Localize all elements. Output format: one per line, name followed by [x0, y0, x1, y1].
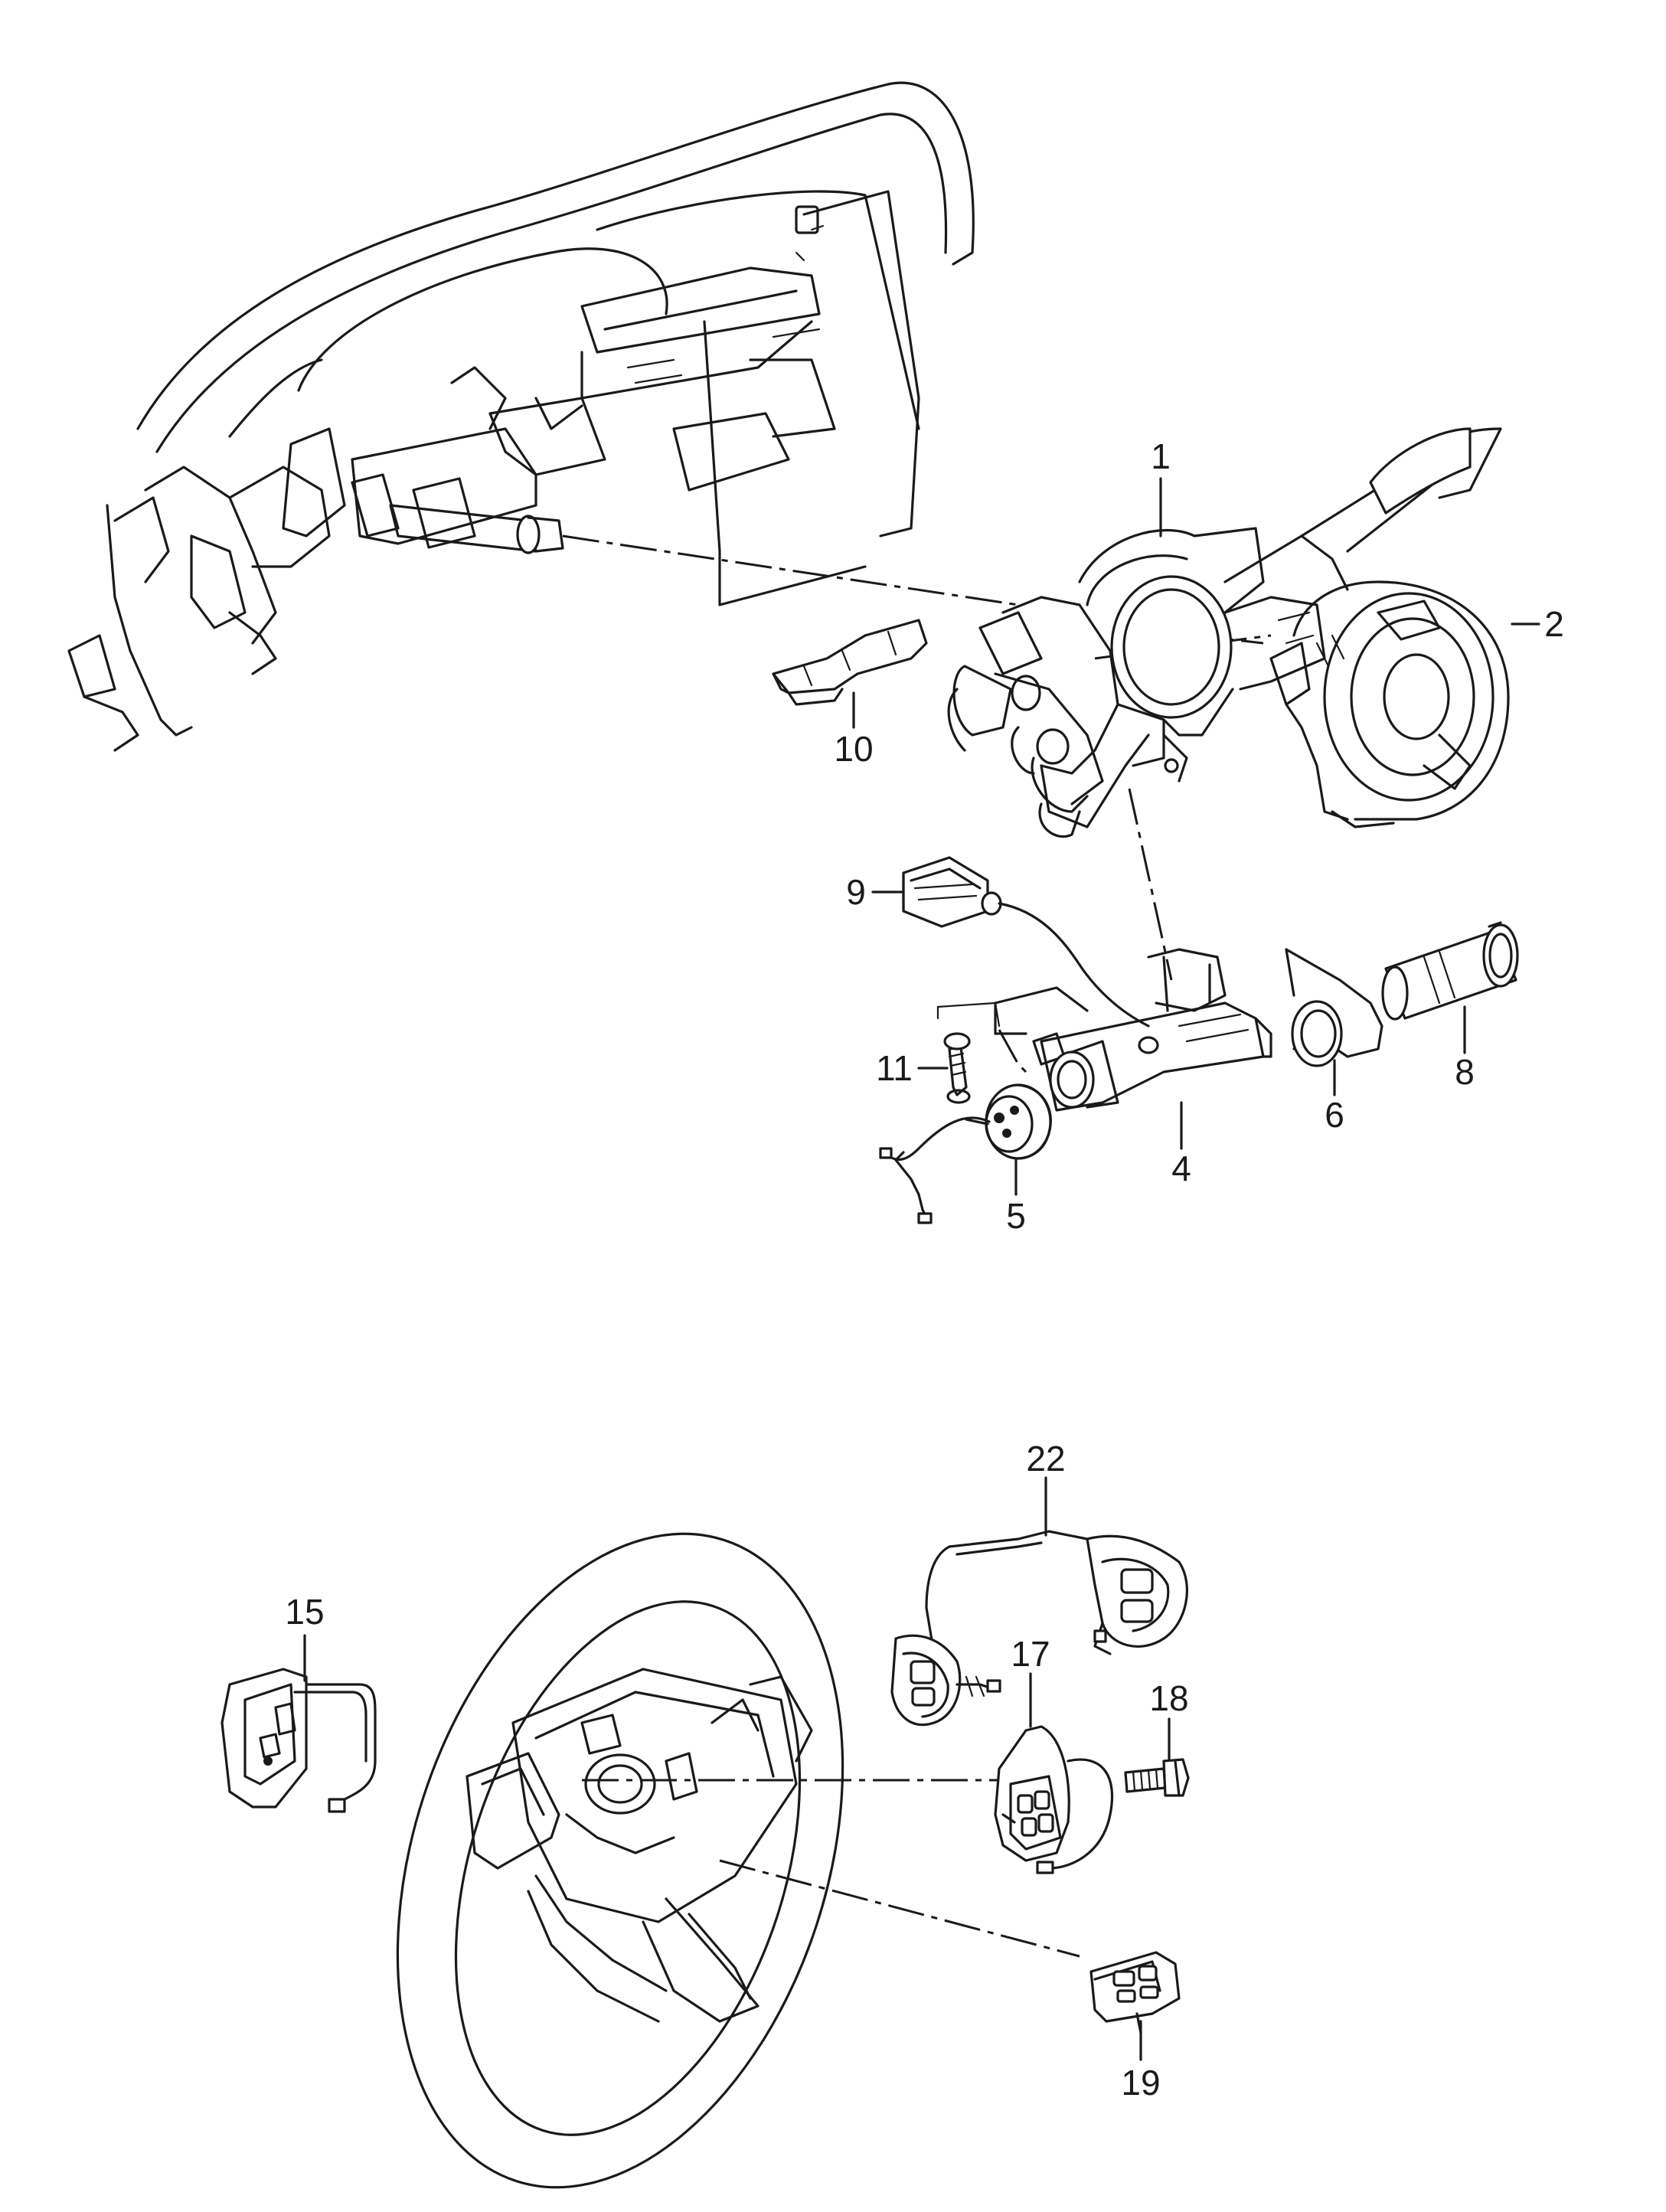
callout-22: 22	[1026, 1439, 1066, 1478]
callout-10: 10	[834, 729, 874, 769]
part-2-clock-spring	[1269, 580, 1510, 828]
callout-6: 6	[1325, 1095, 1344, 1135]
part-18-screw	[1124, 1758, 1190, 1797]
part-17-switch-module	[994, 1725, 1114, 1874]
callout-9: 9	[846, 872, 866, 912]
alignment-line	[719, 1859, 1080, 1958]
callout-15: 15	[285, 1592, 325, 1632]
alignment-line	[1128, 788, 1173, 981]
part-1-combination-switch	[947, 427, 1502, 838]
callout-5: 5	[1006, 1196, 1026, 1236]
part-10-bracket	[772, 619, 928, 706]
alignment-line	[562, 534, 1019, 606]
part-9-control-unit	[902, 856, 1150, 1028]
callout-8: 8	[1455, 1052, 1475, 1092]
part-15-switch-panel	[220, 1668, 377, 1813]
dashboard-assembly	[67, 81, 975, 752]
callout-17: 17	[1011, 1634, 1050, 1674]
part-8-sleeve	[1381, 921, 1519, 1021]
callout-4: 4	[1171, 1148, 1191, 1188]
callout-2: 2	[1544, 604, 1564, 644]
part-6-trim-cover	[1285, 948, 1383, 1067]
part-22-multifunction-switch	[890, 1530, 1188, 1727]
part-11-bolt	[943, 1032, 971, 1104]
steering-wheel	[396, 1532, 844, 2189]
part-5-lock-cylinder	[879, 1083, 1052, 1224]
callout-18: 18	[1149, 1678, 1189, 1718]
wire-dash	[998, 1029, 1027, 1073]
callout-19: 19	[1121, 2063, 1161, 2103]
wire-outline	[936, 1001, 1001, 1028]
callout-1: 1	[1151, 436, 1171, 476]
callout-11: 11	[876, 1048, 913, 1088]
part-4-lock-housing	[994, 948, 1272, 1112]
part-19-switch	[1089, 1951, 1181, 2034]
